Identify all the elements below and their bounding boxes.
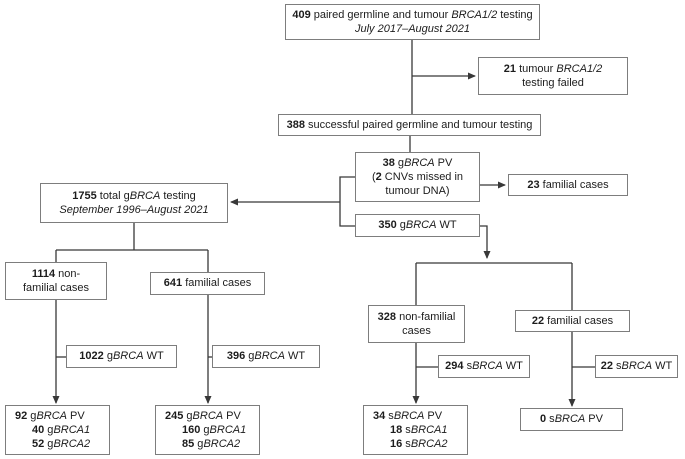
box-text-line: 34 sBRCA PV <box>373 409 443 422</box>
box-text-line: 22 familial cases <box>531 314 614 327</box>
box-text-line: 1022 gBRCA WT <box>79 350 164 363</box>
box-text-line: 23 familial cases <box>527 178 609 191</box>
box-409-paired-testing: 409 paired germline and tumour BRCA1/2 t… <box>285 4 540 40</box>
box-350-gbrca-wt: 350 gBRCA WT <box>355 214 480 237</box>
box-0-sbrca-pv: 0 sBRCA PV <box>520 408 623 431</box>
box-text-line: September 1996–August 2021 <box>59 204 209 216</box>
box-text-line: 52 gBRCA2 <box>32 438 91 451</box>
bracket-38pv-350wt <box>339 176 355 227</box>
box-text-line: 328 non-familial <box>377 310 456 323</box>
box-text-line: 22 sBRCA WT <box>600 360 673 373</box>
box-text-line: July 2017–August 2021 <box>355 23 470 35</box>
box-328-non-familial-cases: 328 non-familial cases <box>368 305 465 343</box>
box-text-line: cases <box>402 325 431 337</box>
box-text-line: 18 sBRCA1 <box>390 423 448 436</box>
box-text-line: 92 gBRCA PV <box>15 409 85 422</box>
box-text-line: 396 gBRCA WT <box>226 350 306 363</box>
box-text-line: 0 sBRCA PV <box>540 413 603 426</box>
box-641-familial-cases: 641 familial cases <box>150 272 265 295</box>
box-38-gbrca-pv: 38 gBRCA PV(2 CNVs missed in tumour DNA) <box>355 152 480 202</box>
box-396-gbrca-wt: 396 gBRCA WT <box>212 345 320 368</box>
box-text-line: 294 sBRCA WT <box>445 360 523 373</box>
box-21-tumour-testing-failed: 21 tumour BRCA1/2 testing failed <box>478 57 628 95</box>
box-text-line: 160 gBRCA1 <box>182 423 247 436</box>
box-text-line: testing failed <box>522 77 584 89</box>
box-1114-non-familial-cases: 1114 non-familial cases <box>5 262 107 300</box>
box-text-line: 16 sBRCA2 <box>390 438 448 451</box>
box-text-line: 641 familial cases <box>163 277 252 290</box>
box-text-line: 388 successful paired germline and tumou… <box>286 118 533 131</box>
box-text-line: 1114 non- <box>31 267 81 280</box>
box-22-sbrca-wt: 22 sBRCA WT <box>595 355 678 378</box>
box-text-line: (2 CNVs missed in <box>371 170 464 183</box>
box-text-line: 245 gBRCA PV <box>165 409 241 422</box>
box-1022-gbrca-wt: 1022 gBRCA WT <box>66 345 177 368</box>
box-text-line: familial cases <box>22 282 90 294</box>
box-294-sbrca-wt: 294 sBRCA WT <box>438 355 530 378</box>
box-text-line: 350 gBRCA WT <box>378 219 457 232</box>
box-text-line: 40 gBRCA1 <box>32 423 91 436</box>
box-text-line: 21 tumour BRCA1/2 <box>503 62 603 75</box>
box-388-successful-paired-testing: 388 successful paired germline and tumou… <box>278 114 541 136</box>
arrow-350wt-to-split <box>480 225 491 259</box>
box-text-line: tumour DNA) <box>385 185 450 198</box>
box-text-line: 1755 total gBRCA testing <box>72 189 196 202</box>
box-23-familial-cases: 23 familial cases <box>508 174 628 196</box>
box-text-line: 85 gBRCA2 <box>182 438 241 451</box>
box-text-line: 409 paired germline and tumour BRCA1/2 t… <box>292 8 533 21</box>
box-22-familial-cases: 22 familial cases <box>515 310 630 332</box>
box-text-line: 38 gBRCA PV <box>382 156 453 169</box>
